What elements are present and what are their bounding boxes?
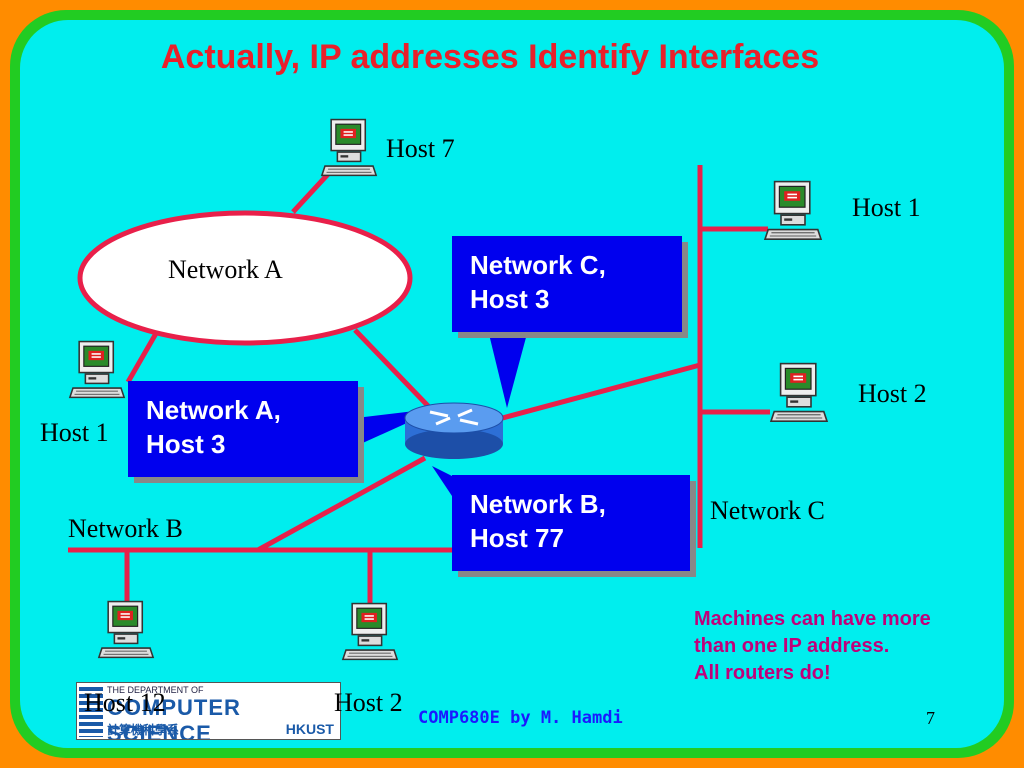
link-network-b-router [256,455,427,553]
host1-left-label: Host 1 [40,418,109,447]
link-network-a-host1 [125,328,161,384]
logo-line2: COMPUTER SCIENCE [107,695,241,740]
router-icon [404,402,504,459]
host7-label: Host 7 [386,134,455,163]
network-c-label: Network C [710,496,825,525]
note-line3: All routers do! [694,662,831,684]
logo-line3: 計算機科學系 [107,723,180,737]
note-line2: than one IP address. [694,635,890,657]
callout-netc-line2: Host 3 [470,284,550,314]
host1-right-label: Host 1 [852,193,921,222]
logo-line4: HKUST [285,721,334,737]
page-number: 7 [926,708,935,728]
callout-netb-line2: Host 77 [470,523,564,553]
callout-neta-line1: Network A, [146,395,281,425]
logo-mark-icon [79,687,103,737]
network-links [68,165,770,605]
network-b-label: Network B [68,514,183,543]
network-a-cloud [77,210,413,346]
callout-network-b-host77: Network B, Host 77 [452,475,690,571]
link-host7-network-a [291,170,332,214]
note-text: Machines can have more than one IP addre… [694,606,931,687]
link-router-network-c [494,362,701,423]
host12-label: Host 12 [84,688,166,717]
callout-neta-line2: Host 3 [146,429,226,459]
department-logo: THE DEPARTMENT OF COMPUTER SCIENCE 計算機科學… [76,682,341,740]
logo-line1: THE DEPARTMENT OF [107,685,204,695]
host2-bottom-label: Host 2 [334,688,403,717]
callout-netb-line1: Network B, [470,489,606,519]
note-line1: Machines can have more [694,608,931,630]
host2-right-label: Host 2 [858,379,927,408]
callout-network-a-host3: Network A, Host 3 [128,381,358,477]
slide-title: Actually, IP addresses Identify Interfac… [160,38,820,76]
link-network-a-router [353,328,432,410]
callout-network-c-host3: Network C, Host 3 [452,236,682,332]
network-a-label: Network A [168,255,283,284]
callout-netc-line1: Network C, [470,250,606,280]
footer-text: COMP680E by M. Hamdi [418,708,623,728]
callout-netc-pointer [488,330,528,408]
